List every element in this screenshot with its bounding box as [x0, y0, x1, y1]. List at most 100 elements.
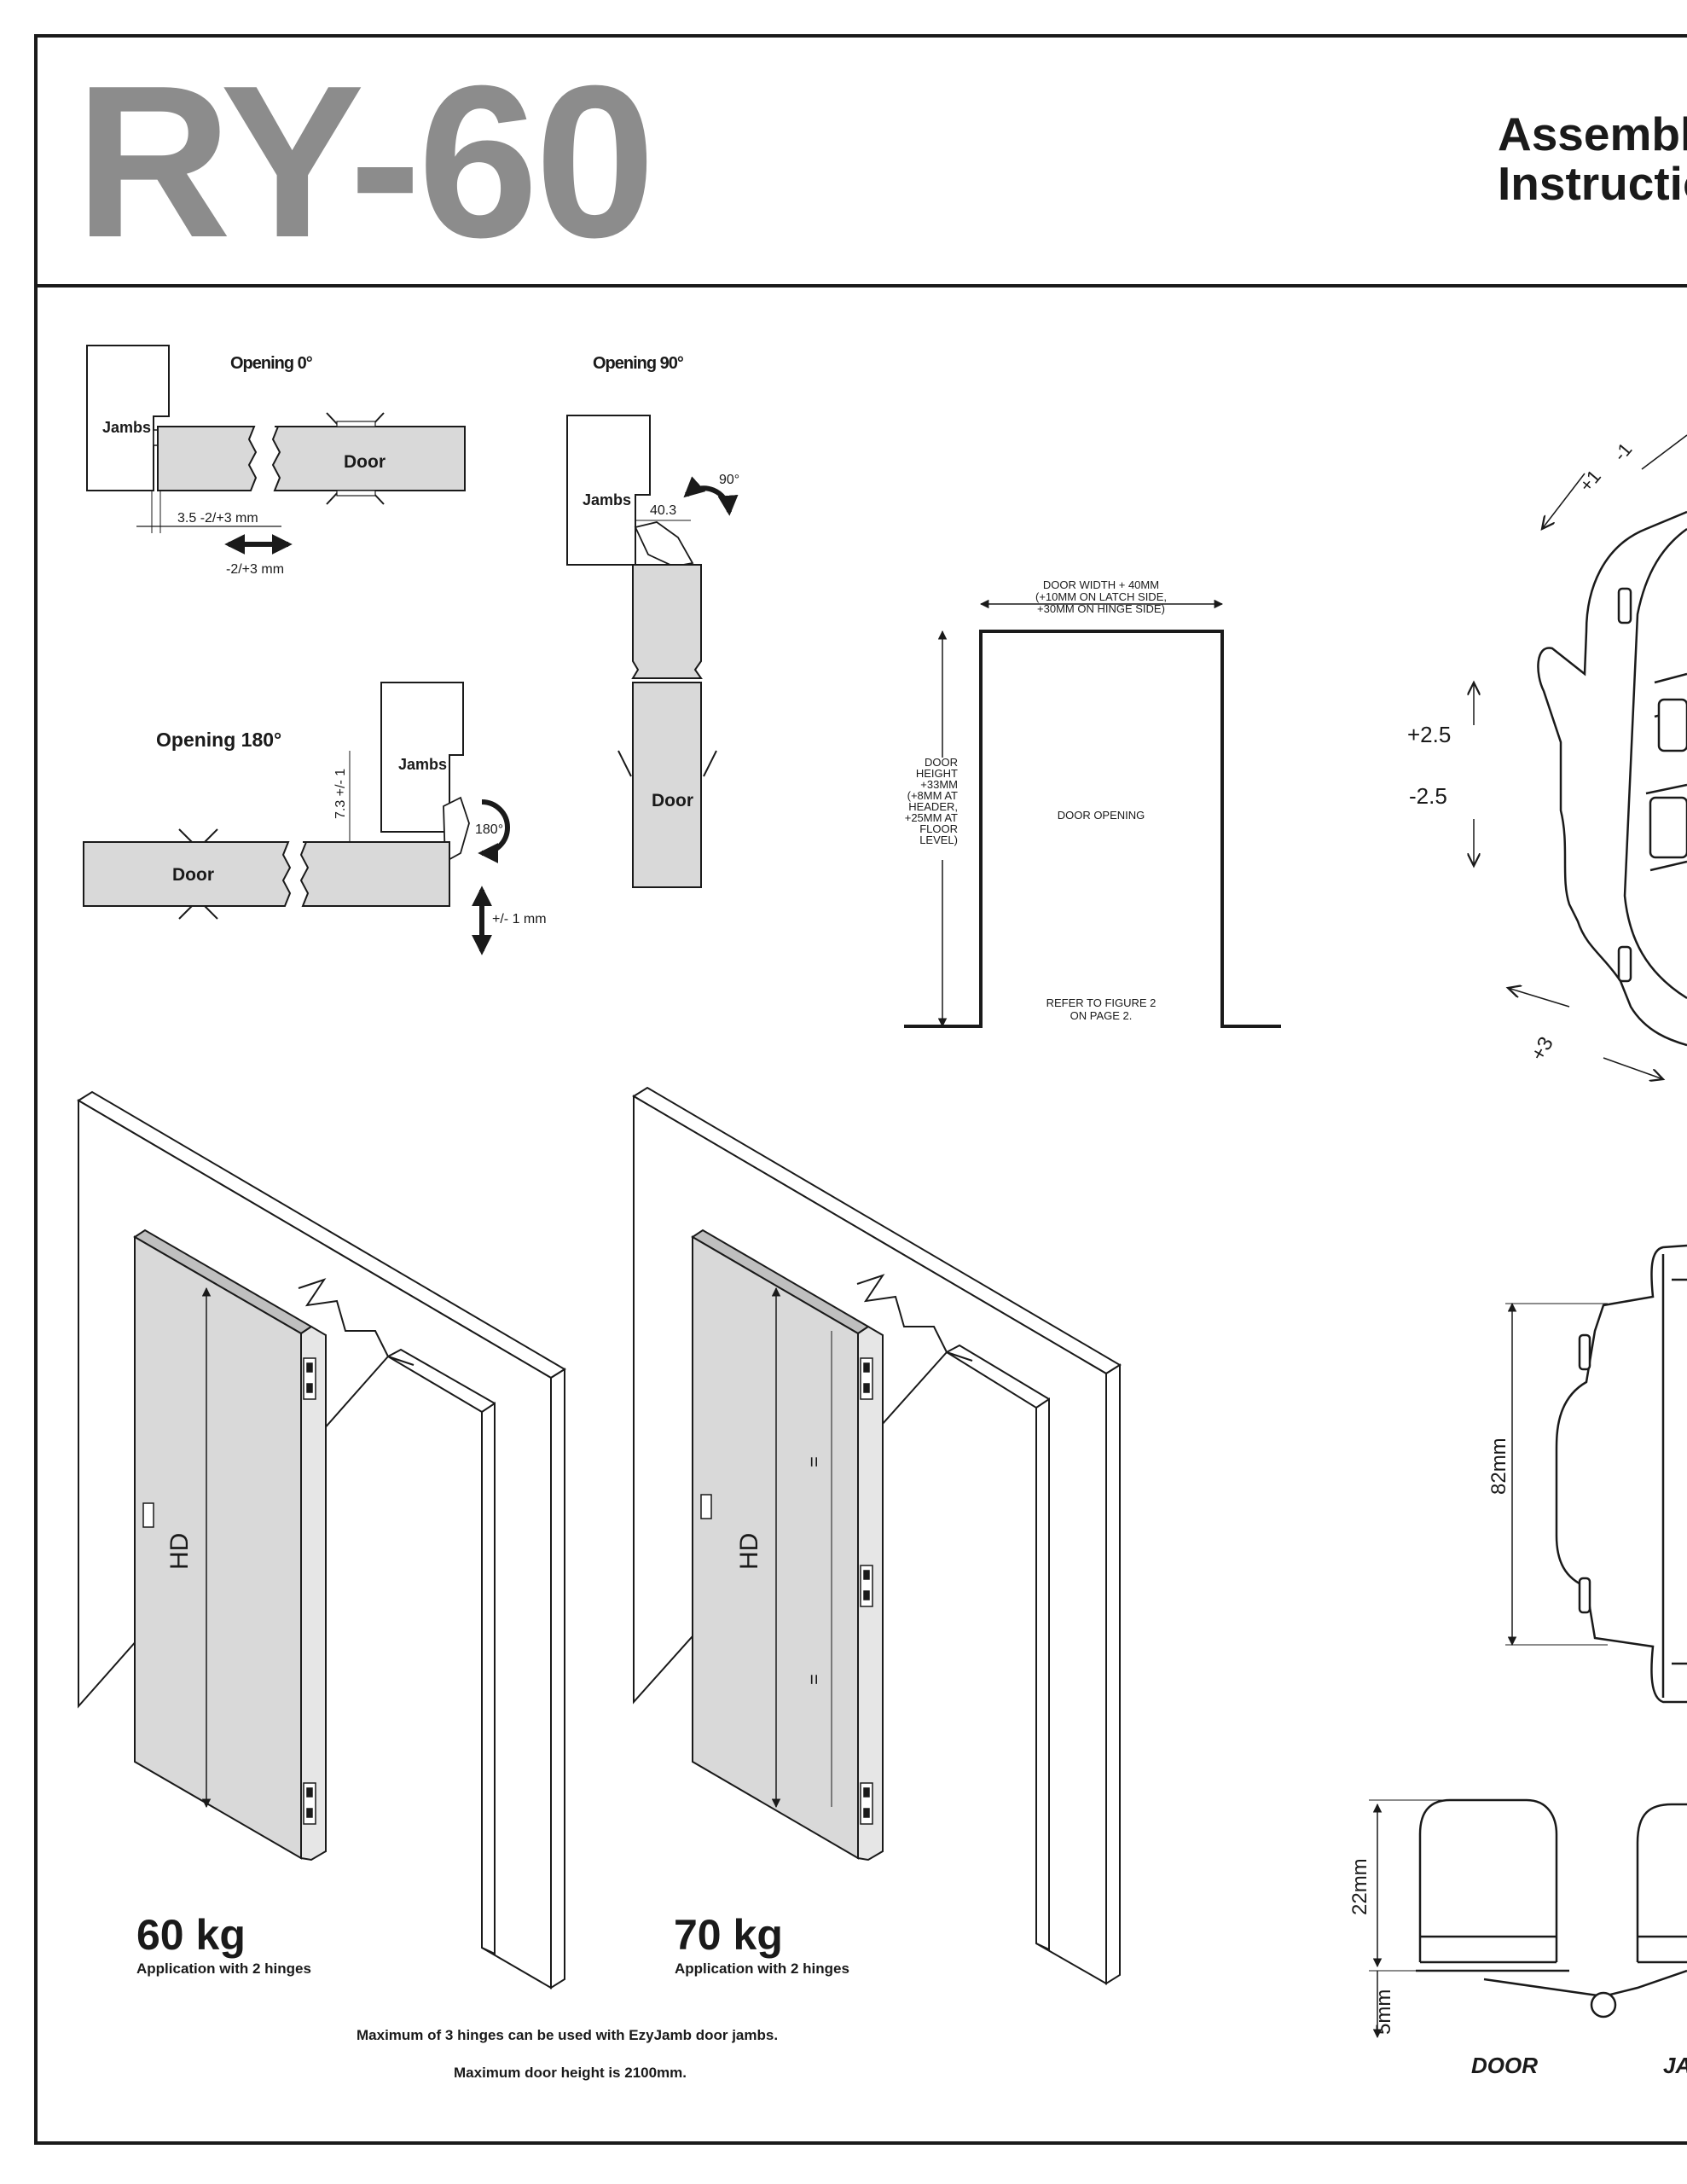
hinge-profile-details	[1661, 1254, 1687, 1698]
opening-0-title: Opening 0°	[230, 354, 313, 373]
hinge-arm-pivot	[1590, 1991, 1617, 2018]
height-label-line: FLOOR	[919, 822, 958, 835]
height-label-line: HEIGHT	[916, 767, 958, 780]
depth-22-label: 22mm	[1348, 1858, 1371, 1915]
header-divider	[34, 284, 1687, 288]
hinge-elevation-drawing: 82mm	[1487, 1244, 1687, 1704]
hinge-pivot	[1657, 698, 1687, 752]
jambs-label: Jambs	[398, 756, 447, 773]
cutaway-edge	[298, 1278, 415, 1366]
refer-label: ON PAGE 2.	[1070, 1009, 1133, 1022]
jamb-profile	[86, 345, 170, 491]
door-cup	[1418, 1798, 1558, 1962]
frame-right-side	[550, 1368, 565, 1989]
hd-label: HD	[735, 1533, 763, 1570]
frame-right-side	[1105, 1363, 1121, 1985]
hinge-screw	[306, 1362, 313, 1373]
frame-inner	[481, 1402, 496, 1955]
hinge-bottom	[860, 1782, 873, 1825]
frame-inner	[387, 1348, 496, 1404]
height-label: DOOR HEIGHT +33MM (+8MM AT HEADER, +25MM…	[905, 756, 958, 846]
height-82-label: 82mm	[1487, 1438, 1510, 1495]
door-leaf-lower	[632, 682, 702, 888]
hinge-screw	[863, 1570, 870, 1580]
hinge-screw	[863, 1590, 870, 1600]
arrow-plus3	[1508, 988, 1570, 1008]
adjust-label: +/- 1 mm	[492, 912, 547, 926]
door-edge	[300, 1325, 327, 1862]
gap-dimension: 3.5 -2/+3 mm	[177, 511, 258, 526]
door-panel	[134, 1235, 302, 1860]
frame-inner	[1035, 1397, 1050, 1951]
document-subtitle: Assembly Instructions	[1498, 107, 1687, 210]
plus1-label: +1	[1575, 466, 1605, 496]
angle-label: 90°	[719, 473, 739, 487]
hinge-screw	[306, 1787, 313, 1798]
hd-label: HD	[165, 1533, 194, 1570]
iso-door-60kg: HD	[77, 1090, 566, 1989]
handle-cutout	[700, 1494, 712, 1519]
hinge-inner-outline	[1623, 527, 1687, 1000]
rotation-arrow	[478, 799, 510, 863]
hinge-profile	[1555, 1244, 1687, 1704]
handle-top	[336, 421, 376, 427]
rotation-arrow	[683, 476, 739, 516]
depth-5-label: 5mm	[1372, 1989, 1395, 2035]
hinge-body	[1537, 510, 1687, 1047]
minus1-label: -1	[1609, 439, 1637, 465]
height-label-line: DOOR	[925, 756, 958, 769]
door-leaf-left	[83, 841, 292, 907]
hinge-outline	[1537, 510, 1687, 1047]
opening-0-diagram: Opening 0° Jambs Door 3.5 -2/+3 mm -2/+3…	[86, 345, 466, 577]
iso-door-70kg: HD = =	[632, 1086, 1122, 1985]
height-label-line: +33MM	[920, 778, 958, 791]
hinge-screw	[863, 1383, 870, 1393]
arrow-minus3	[1603, 1057, 1663, 1079]
opening-outline	[904, 630, 1281, 1028]
opening-180-title: Opening 180°	[156, 729, 281, 751]
width-label: DOOR WIDTH + 40MM (+10MM ON LATCH SIDE, …	[1035, 578, 1167, 615]
equal-spacing-mark: =	[803, 1456, 825, 1467]
adjust-label: -2/+3 mm	[226, 562, 284, 577]
refer-label: REFER TO FIGURE 2	[1046, 996, 1157, 1009]
height-label-line: HEADER,	[908, 800, 958, 813]
jamb-profile	[566, 415, 651, 566]
hinge-plan-drawing: 22mm 5mm DOOR JA	[1348, 1798, 1687, 2078]
hinge-screw	[863, 1808, 870, 1818]
hinge-adjustment-drawing: +1 -1 +2.5 -2.5 +3	[1407, 434, 1687, 1079]
jambs-label: Jambs	[102, 419, 151, 436]
max-hinges-note: Maximum of 3 hinges can be used with Ezy…	[357, 2027, 779, 2043]
door-opening-schematic: DOOR WIDTH + 40MM (+10MM ON LATCH SIDE, …	[904, 578, 1281, 1028]
dim-label: 40.3	[650, 503, 676, 518]
door-leaf-right	[299, 841, 450, 907]
application-caption: Application with 2 hinges	[675, 1960, 849, 1977]
page-frame	[34, 34, 1687, 2145]
door-label: Door	[652, 791, 693, 810]
frame-inner	[946, 1344, 1050, 1400]
handle-marks	[326, 412, 385, 505]
door-opening-label: DOOR OPENING	[1058, 809, 1145, 822]
hinge-sketch	[634, 521, 694, 567]
door-label: Door	[172, 865, 214, 885]
handle-marks	[178, 828, 218, 920]
handle-bottom	[336, 490, 376, 497]
hinge-pivot	[1649, 796, 1687, 859]
product-title: RY-60	[75, 40, 656, 282]
door-label: DOOR	[1471, 2053, 1538, 2078]
handle-marks	[617, 750, 717, 777]
angle-label: 180°	[475, 822, 503, 837]
hinge-lug	[1617, 587, 1632, 624]
door-cup-lines	[1416, 1935, 1569, 1972]
hinge-screw	[306, 1383, 313, 1393]
height-label-line: (+8MM AT	[907, 789, 958, 802]
door-leaf-left	[157, 426, 258, 491]
equal-spacing-mark: =	[803, 1674, 825, 1685]
door-label: Door	[344, 452, 386, 472]
hinge-top	[860, 1357, 873, 1400]
height-label-line: +25MM AT	[905, 811, 958, 824]
hinge-screw	[863, 1362, 870, 1373]
minus25-label: -2.5	[1409, 783, 1447, 809]
hinge-screw	[863, 1787, 870, 1798]
